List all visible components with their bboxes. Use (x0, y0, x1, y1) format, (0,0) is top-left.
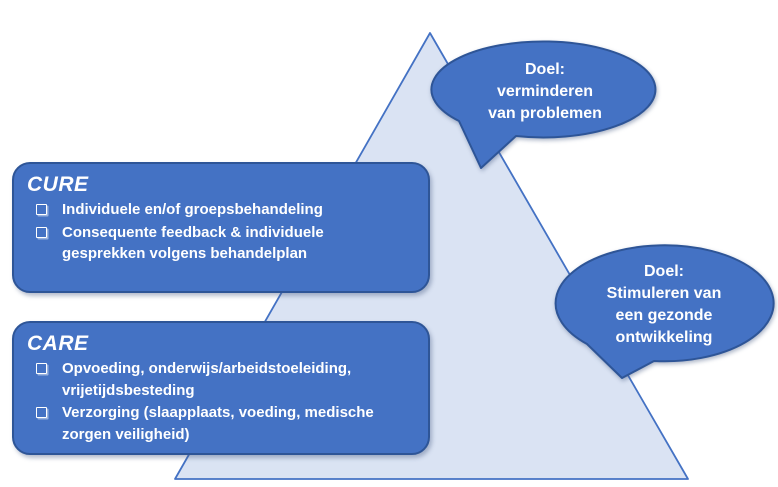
cure-bullet-text: Consequente feedback & individuele gespr… (62, 223, 324, 263)
cure-bullet-text: Individuele en/of groepsbehandeling (62, 201, 323, 218)
care-bullet-text: Verzorging (slaapplaats, voeding, medisc… (62, 404, 374, 443)
care-bullet-text: Opvoeding, onderwijs/arbeidstoeleiding, … (62, 360, 352, 399)
hollow-square-bullet-icon (36, 363, 47, 374)
cure-box-title: CURE (27, 173, 89, 196)
hollow-square-bullet-icon (36, 226, 47, 238)
care-bullet-item: Verzorging (slaapplaats, voeding, medisc… (27, 402, 414, 445)
hollow-square-bullet-icon (36, 407, 47, 418)
cure-bullet-item: Consequente feedback & individuele gespr… (27, 222, 414, 265)
hollow-square-bullet-icon (36, 204, 47, 215)
care-bullet-item: Opvoeding, onderwijs/arbeidstoeleiding, … (27, 358, 414, 401)
cure-box: CURE Individuele en/of groepsbehandeling… (12, 162, 430, 293)
care-box-title: CARE (27, 332, 89, 355)
speech-bubble-right-shape (554, 244, 775, 379)
speech-bubble-top-shape (430, 40, 657, 169)
cure-bullet-item: Individuele en/of groepsbehandeling (27, 199, 414, 221)
care-box: CARE Opvoeding, onderwijs/arbeidstoeleid… (12, 321, 430, 455)
